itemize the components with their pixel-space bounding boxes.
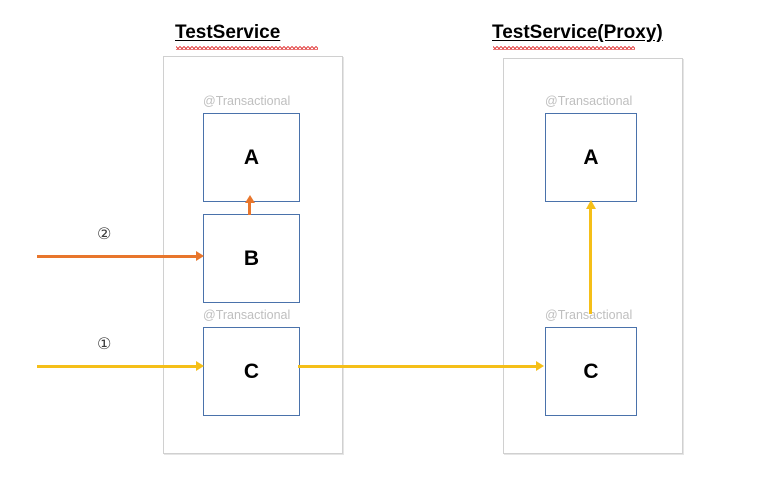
node-left-b[interactable]: B bbox=[203, 214, 300, 303]
right-group-title: TestService(Proxy) bbox=[492, 22, 663, 43]
arrowhead-external-to-left-c bbox=[196, 361, 204, 371]
annotation-left-c: @Transactional bbox=[203, 308, 291, 322]
arrowhead-external-to-left-b bbox=[196, 251, 204, 261]
arrowhead-right-c-to-right-a bbox=[586, 200, 596, 209]
arrow-right-c-to-right-a bbox=[589, 209, 592, 314]
annotation-right-c: @Transactional bbox=[545, 308, 633, 322]
step-label-1: ① bbox=[97, 334, 112, 353]
step-label-2: ② bbox=[97, 224, 112, 243]
node-right-a[interactable]: A bbox=[545, 113, 637, 202]
spellcheck-underline-left-title bbox=[176, 46, 318, 50]
node-right-c[interactable]: C bbox=[545, 327, 637, 416]
annotation-left-a: @Transactional bbox=[203, 94, 291, 108]
node-left-a[interactable]: A bbox=[203, 113, 300, 202]
left-group-title: TestService bbox=[175, 22, 281, 43]
node-left-c[interactable]: C bbox=[203, 327, 300, 416]
annotation-right-a: @Transactional bbox=[545, 94, 633, 108]
arrowhead-left-c-to-right-c bbox=[536, 361, 544, 371]
arrow-external-to-left-b bbox=[37, 255, 197, 258]
arrow-left-b-to-left-a bbox=[248, 202, 251, 215]
arrow-external-to-left-c bbox=[37, 365, 197, 368]
spellcheck-underline-right-title bbox=[493, 46, 635, 50]
arrowhead-left-b-to-left-a bbox=[245, 195, 255, 203]
arrow-left-c-to-right-c bbox=[298, 365, 537, 368]
